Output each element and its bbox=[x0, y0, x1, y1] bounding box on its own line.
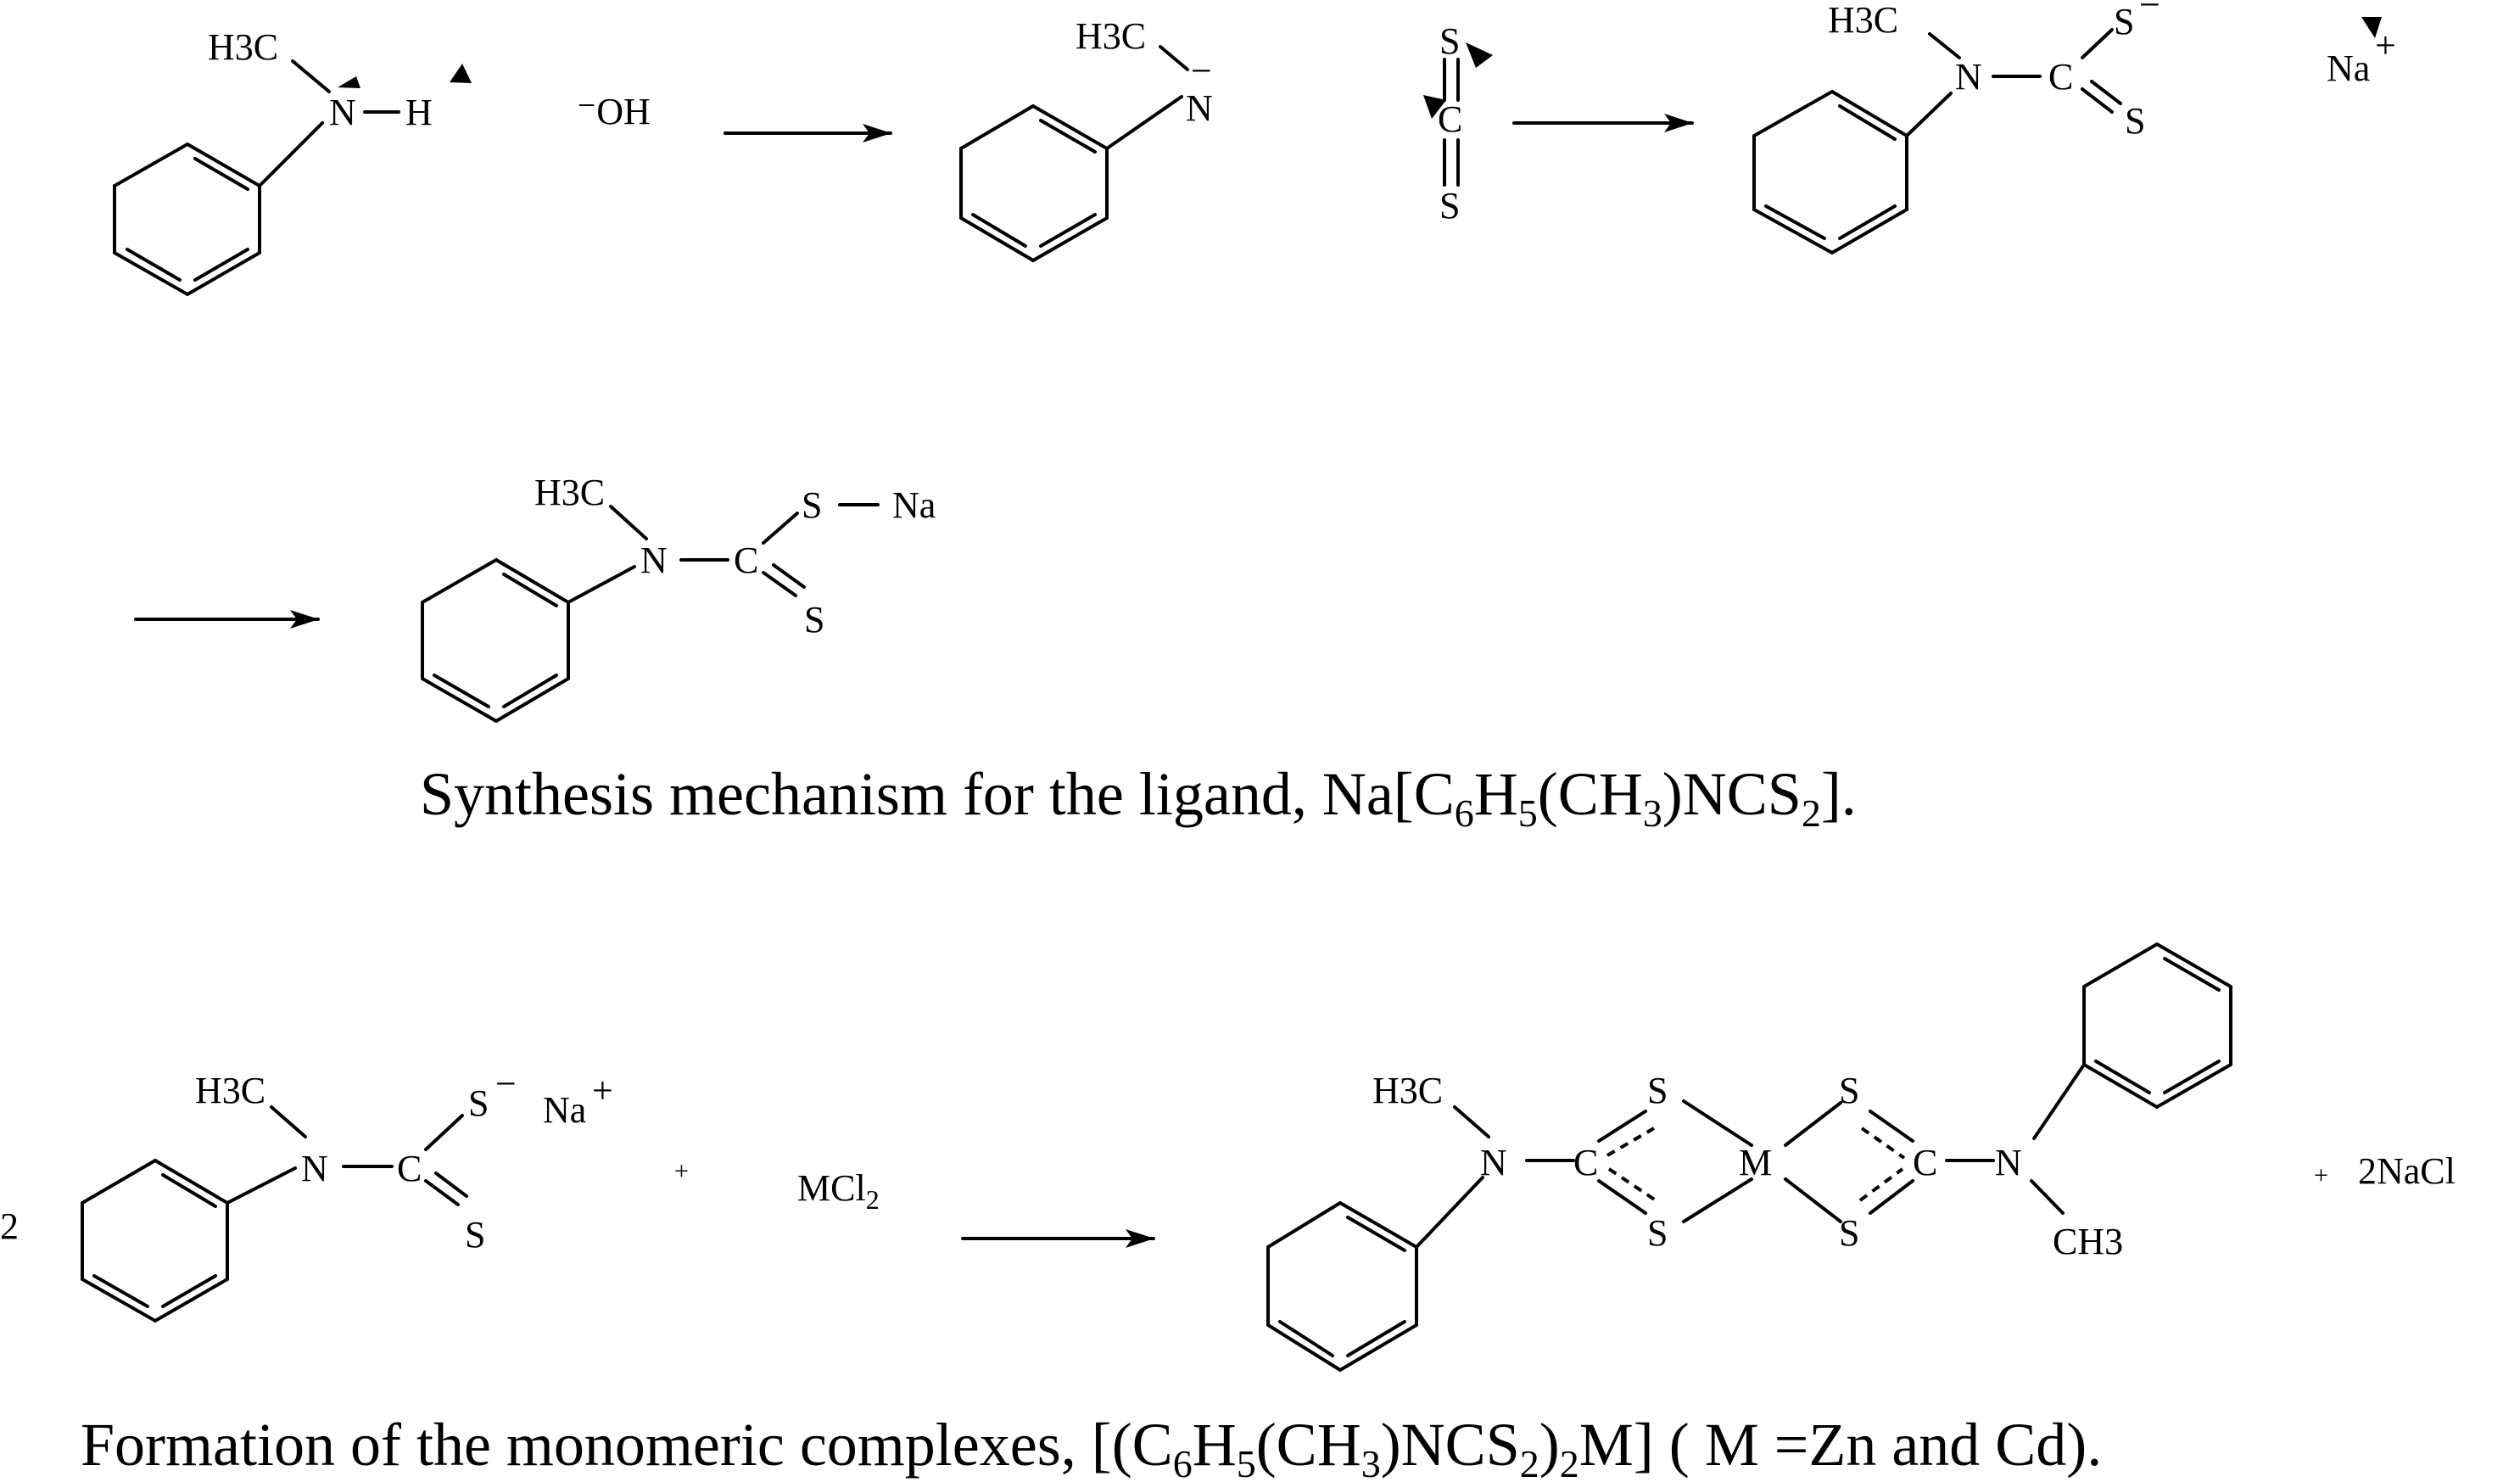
sodium-dithiocarbamate: H3C N C S Na S bbox=[421, 472, 936, 724]
nitrogen-label-right: N bbox=[1995, 1142, 2022, 1183]
nitrogen-label-left: N bbox=[1480, 1142, 1507, 1183]
dithiocarbamate-anion: H3C N C S − S bbox=[1752, 0, 2160, 255]
bond-ring-n bbox=[1105, 95, 1183, 150]
sulfur-label-4: S bbox=[1839, 1212, 1859, 1254]
sodium-charge: + bbox=[592, 1070, 613, 1111]
bond-n-ch3-left bbox=[1453, 1105, 1490, 1138]
bond-m-s-lower-right bbox=[1784, 1177, 1842, 1223]
methyl-label: H3C bbox=[534, 472, 605, 513]
bond-s-m-upper-left bbox=[1682, 1099, 1753, 1147]
bond-c-s bbox=[424, 1114, 464, 1151]
bond-ring-n bbox=[258, 121, 324, 187]
sodium-label: Na bbox=[543, 1089, 586, 1131]
carbon-label-left: C bbox=[1573, 1142, 1598, 1183]
plus-sign-2: + bbox=[2314, 1161, 2328, 1189]
nitrogen-label: N bbox=[1186, 87, 1213, 129]
hydrogen-label: H bbox=[405, 92, 433, 133]
sulfur-label: S bbox=[2114, 1, 2134, 42]
negative-charge: − bbox=[1191, 50, 1212, 92]
hydroxide-label: ⁻OH bbox=[577, 91, 651, 132]
bond-c-s-upper-left bbox=[1597, 1110, 1647, 1143]
sulfur-label-1: S bbox=[1647, 1070, 1668, 1111]
metal-complex: H3C N C S S M S S C N CH3 bbox=[1266, 942, 2232, 1373]
sulfur-bottom: S bbox=[1439, 185, 1460, 226]
bond-s-m-lower-left bbox=[1682, 1177, 1753, 1223]
benzene-ring-5 bbox=[81, 1158, 229, 1323]
negative-charge: − bbox=[2139, 0, 2160, 25]
bond-ring-n bbox=[226, 1166, 297, 1205]
electron-arrowhead-1 bbox=[338, 76, 360, 88]
benzene-ring-7 bbox=[2082, 942, 2232, 1110]
carbon-label: C bbox=[734, 540, 758, 581]
bond-m-s-upper-right bbox=[1784, 1101, 1842, 1147]
negative-charge: − bbox=[495, 1063, 517, 1105]
methyl-label-left: H3C bbox=[1372, 1070, 1443, 1111]
bond-c-s-double bbox=[2081, 87, 2114, 114]
bond-n-ch3 bbox=[1159, 45, 1189, 71]
bond-ring-n bbox=[567, 565, 636, 604]
carbon-label: C bbox=[2048, 56, 2073, 98]
bond-c-s-lower-left bbox=[1597, 1179, 1647, 1215]
nitrogen-label: N bbox=[1955, 56, 1982, 98]
methyl-label: H3C bbox=[195, 1070, 265, 1111]
benzene-ring-4 bbox=[421, 557, 570, 724]
electron-arrowhead-3 bbox=[1466, 42, 1493, 68]
bond-n-ch3 bbox=[609, 505, 648, 540]
metal-label: M bbox=[1739, 1142, 1772, 1183]
electron-arrowhead-2 bbox=[450, 64, 472, 83]
bond-c-s-double bbox=[424, 1179, 460, 1206]
bond-ring-n bbox=[1905, 92, 1953, 137]
metal-chloride-label: MCl2 bbox=[797, 1167, 880, 1215]
carbon-disulfide: S C S bbox=[1423, 20, 1493, 226]
methyl-label: H3C bbox=[1828, 0, 1898, 41]
sodium-chloride-label: 2NaCl bbox=[2358, 1150, 2456, 1192]
bond-s-c-lower-right bbox=[1869, 1179, 1914, 1215]
sulfur-double-label: S bbox=[465, 1214, 485, 1256]
sulfur-double-label: S bbox=[2125, 100, 2145, 142]
sulfur-label-3: S bbox=[1839, 1070, 1859, 1111]
sodium-charge: + bbox=[2375, 25, 2396, 66]
methyl-label: H3C bbox=[208, 26, 278, 68]
bond-n-ring-right bbox=[2032, 1063, 2086, 1140]
ligand-caption: Synthesis mechanism for the ligand, Na[C… bbox=[420, 760, 1857, 835]
bond-n-ch3 bbox=[270, 1105, 307, 1138]
benzene-ring-6 bbox=[1266, 1200, 1418, 1373]
nitrogen-label: N bbox=[301, 1148, 328, 1189]
sodium-label: Na bbox=[2327, 48, 2370, 89]
bond-n-ch3-right bbox=[2030, 1179, 2065, 1215]
nitrogen-label: N bbox=[640, 540, 668, 581]
bond-c-s bbox=[2081, 28, 2114, 59]
bond-s-c-upper-right bbox=[1869, 1110, 1914, 1143]
carbon-label: C bbox=[397, 1148, 422, 1189]
benzene-ring-2 bbox=[959, 103, 1109, 263]
sulfur-label: S bbox=[802, 484, 822, 526]
sulfur-top: S bbox=[1439, 20, 1460, 62]
sodium-label: Na bbox=[892, 484, 936, 526]
nitrogen-label: N bbox=[329, 92, 356, 133]
sulfur-label: S bbox=[468, 1082, 489, 1124]
bond-c-s bbox=[762, 512, 799, 545]
electron-arrowhead-5 bbox=[2361, 17, 2382, 38]
sulfur-double-label: S bbox=[804, 599, 824, 640]
sulfur-label-2: S bbox=[1647, 1212, 1668, 1254]
bond-n-ch3 bbox=[291, 59, 331, 93]
carbon-label-right: C bbox=[1913, 1142, 1937, 1183]
methyl-label-right: CH3 bbox=[2053, 1221, 2123, 1262]
plus-sign-1: + bbox=[674, 1157, 689, 1185]
bond-n-ch3 bbox=[1928, 32, 1961, 59]
benzene-ring-3 bbox=[1752, 89, 1908, 255]
bond-ring-n-left bbox=[1415, 1176, 1484, 1249]
benzene-ring-1 bbox=[113, 142, 261, 297]
ligand-salt: H3C N C S − Na + S bbox=[81, 1063, 613, 1323]
methyl-label: H3C bbox=[1076, 15, 1146, 57]
stoichiometric-two: 2 bbox=[0, 1205, 19, 1247]
bond-c-s-double bbox=[762, 571, 797, 597]
electron-arrowhead-4 bbox=[1423, 95, 1446, 119]
complex-caption: Formation of the monomeric complexes, [(… bbox=[81, 1411, 2102, 1482]
anilide-anion: H3C N − bbox=[959, 15, 1213, 263]
n-methylaniline: H3C N H bbox=[113, 26, 472, 297]
